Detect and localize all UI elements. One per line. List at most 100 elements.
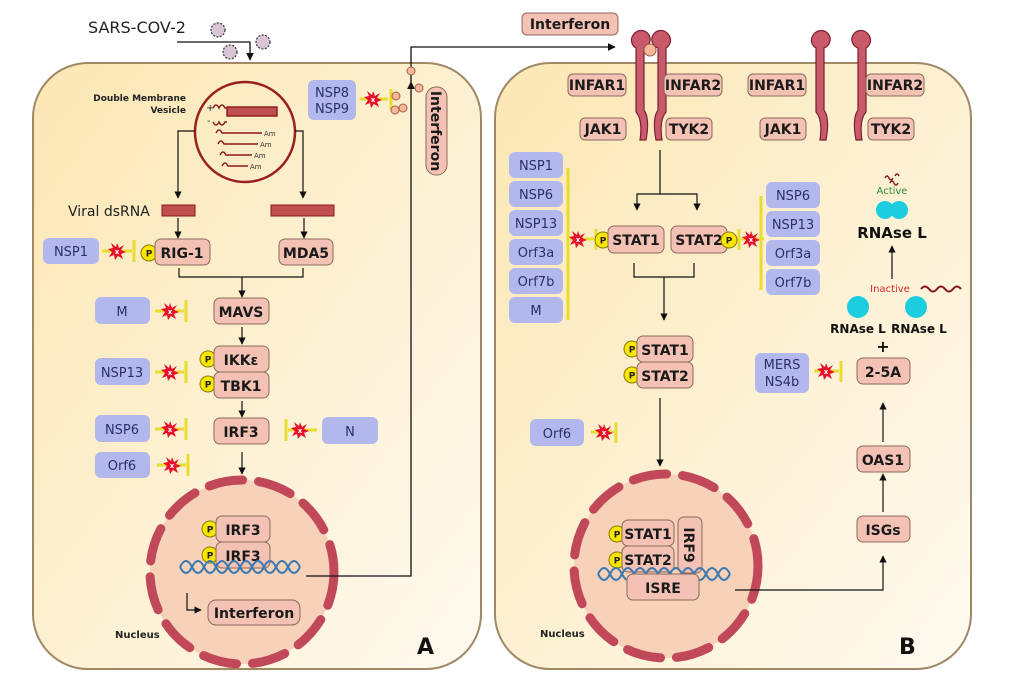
viral-protein-label: Orf3a	[775, 247, 811, 262]
secreted-interferon-node	[425, 86, 448, 176]
viral-protein-box	[509, 268, 563, 294]
interferon-particle	[390, 105, 400, 115]
interferon-transcript-label: Interferon	[214, 606, 294, 622]
interferon-ligand-node	[521, 12, 619, 36]
infar2-label: INFAR2	[665, 78, 721, 94]
interferon-transcript-node	[207, 599, 301, 626]
receptor-unbound	[810, 29, 872, 141]
rnase-l-inactive-label: RNAse L	[891, 322, 947, 336]
phosphate-icon	[720, 231, 738, 249]
orf6-b-label: Orf6	[543, 427, 571, 442]
stat1-node	[607, 225, 665, 254]
pstat2-node	[636, 361, 694, 389]
infar2-node	[865, 73, 925, 97]
mavs-label: MAVS	[219, 305, 264, 321]
infar1-label: INFAR1	[569, 78, 625, 94]
polya-tail-label: Am	[264, 130, 276, 138]
jak1-label: JAK1	[764, 122, 802, 138]
viral-protein-nsp1	[43, 238, 99, 264]
nucleus-label-b: Nucleus	[540, 629, 585, 640]
dmv-to-mda5-arrow	[295, 130, 307, 199]
infar1-label: INFAR1	[749, 78, 805, 94]
m-label: M	[116, 305, 127, 320]
isgs-label: ISGs	[865, 523, 900, 539]
irf9-node	[677, 516, 703, 574]
infar1-node	[747, 73, 807, 97]
viral-protein-mers-ns4b	[755, 353, 809, 393]
panel-label-b: B	[899, 635, 916, 660]
tbk1-node	[213, 371, 270, 399]
rnase-l-inactive-label: RNAse L	[830, 322, 886, 336]
plus-sign: +	[876, 337, 889, 356]
dsrna-short	[161, 204, 196, 217]
active-label: Active	[877, 186, 908, 197]
arrow	[633, 150, 661, 211]
viral-protein-box	[766, 269, 820, 295]
tyk2-label: TYK2	[871, 122, 911, 138]
orf6-label: Orf6	[108, 459, 136, 474]
dmv-label-2: Vesicle	[150, 106, 186, 116]
pstat2-label: STAT2	[641, 369, 689, 385]
dmv-to-rig1-arrow	[174, 130, 195, 199]
dmv-label-1: Double Membrane	[93, 94, 186, 104]
viral-protein-box	[509, 239, 563, 265]
isgs-node	[856, 515, 911, 543]
two-five-a-node	[856, 357, 911, 385]
viral-protein-orf6-b	[530, 419, 584, 446]
infar2-label: INFAR2	[867, 78, 923, 94]
viral-protein-label: NSP6	[776, 189, 810, 204]
irf3-label: IRF3	[223, 425, 258, 441]
nsp13-label: NSP13	[101, 366, 143, 381]
arrow	[660, 193, 701, 211]
two-five-a-label: 2-5A	[865, 365, 901, 381]
oas1-node	[856, 445, 911, 473]
viral-protein-n	[322, 417, 378, 444]
viral-protein-nsp6	[95, 415, 150, 442]
viral-protein-box	[766, 240, 820, 266]
viral-protein-nsp8-nsp9	[308, 80, 356, 120]
viral-dsrna-label: Viral dsRNA	[68, 204, 150, 220]
double-membrane-vesicle	[193, 80, 297, 184]
receptor-activated	[630, 29, 672, 141]
viral-protein-nsp13	[95, 358, 150, 385]
virus-particle-icon	[210, 22, 226, 38]
jak1-node	[579, 117, 627, 141]
viral-protein-box	[509, 152, 563, 178]
viral-protein-label: Orf7b	[518, 275, 555, 290]
tbk1-label: TBK1	[221, 379, 262, 395]
isre-to-isgs-arrow	[735, 555, 887, 591]
rnase-l-active-label: RNAse L	[857, 224, 927, 242]
interferon-particle	[398, 103, 408, 113]
interferon-particle	[391, 91, 401, 101]
viral-rna-strands	[212, 104, 278, 167]
inactive-label: Inactive	[870, 284, 910, 295]
nsp6-label: NSP6	[105, 423, 139, 438]
jak1-node	[759, 117, 807, 141]
isre-label: ISRE	[645, 581, 681, 597]
infar1-node	[567, 73, 627, 97]
bound-interferon	[643, 43, 657, 57]
infar2-node	[663, 73, 723, 97]
rnase-l-monomer-icon	[905, 296, 927, 318]
mers-label: MERS	[764, 358, 801, 373]
viral-protein-box	[509, 210, 563, 236]
nsp8-label: NSP8	[315, 86, 349, 101]
interferon-particle	[414, 83, 424, 93]
polya-tail-label: Am	[260, 141, 272, 149]
tyk2-node	[665, 117, 713, 141]
viral-protein-label: NSP1	[519, 159, 553, 174]
irf9-label: IRF9	[680, 527, 696, 562]
interferon-particle	[406, 66, 416, 76]
oas1-label: OAS1	[862, 453, 904, 469]
viral-protein-box	[766, 182, 820, 208]
transcription-arrow	[186, 593, 202, 614]
viral-protein-label: NSP6	[519, 188, 553, 203]
plus-strand-label: +	[206, 103, 214, 114]
dna-helix	[179, 560, 301, 574]
secreted-interferon-label: Interferon	[427, 91, 443, 171]
rig1-node	[154, 238, 211, 266]
rnase-l-dimer-icon	[876, 201, 894, 219]
